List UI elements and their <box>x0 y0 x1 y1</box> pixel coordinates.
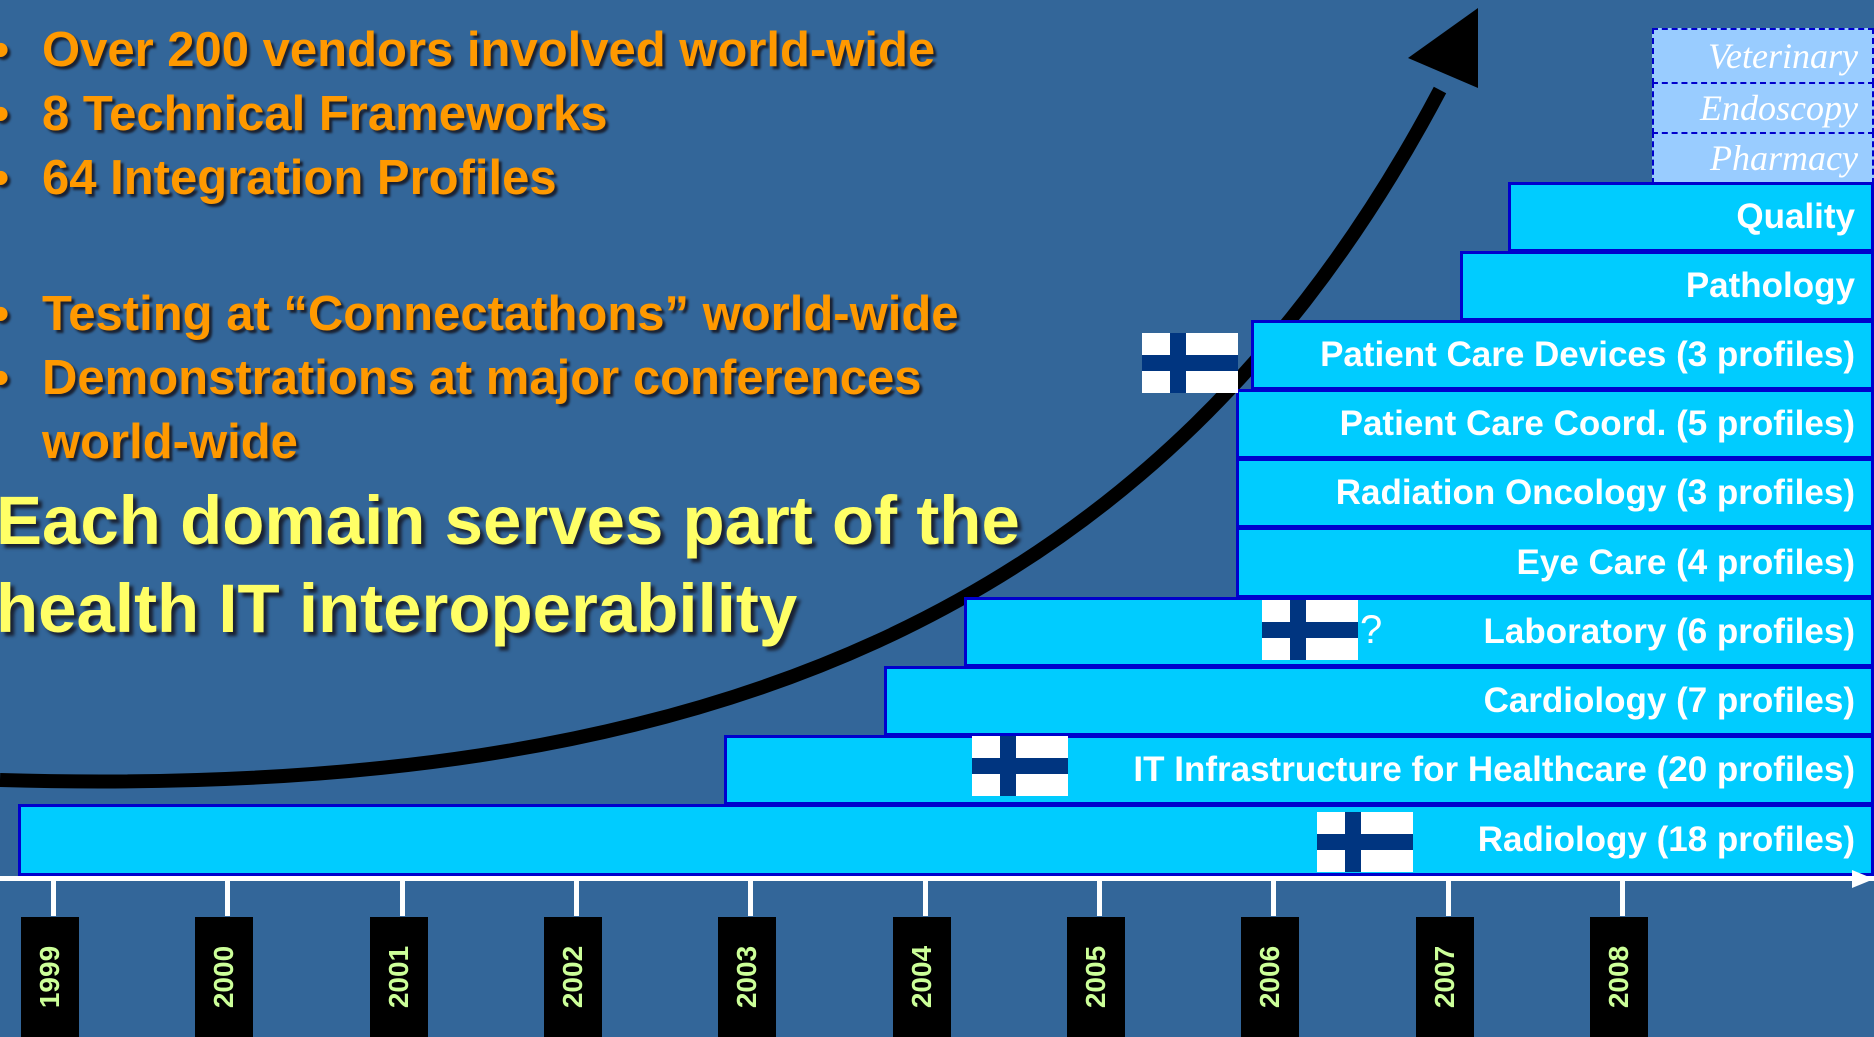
year-text: 2001 <box>383 945 414 1009</box>
year-text: 2003 <box>731 945 762 1009</box>
year-tick <box>1097 880 1102 916</box>
headline-line-1: Each domain serves part of the <box>0 482 1020 559</box>
domain-label: Eye Care (4 profiles) <box>1516 542 1855 582</box>
bullet-dot: • <box>0 20 22 80</box>
finland-flag-icon <box>1317 812 1413 872</box>
domain-label: Cardiology (7 profiles) <box>1483 681 1855 720</box>
domain-label: Radiation Oncology (3 profiles) <box>1335 473 1855 512</box>
year-tick <box>1271 880 1276 916</box>
domain-label: Pathology <box>1685 266 1855 305</box>
axis-arrow-icon <box>1852 870 1874 888</box>
year-label-2005: 2005 <box>1067 917 1125 1037</box>
domain-label: Radiology (18 profiles) <box>1477 820 1855 859</box>
year-text: 2006 <box>1254 945 1285 1009</box>
domain-bar-patient-care-coord: Patient Care Coord. (5 profiles) <box>1236 389 1874 459</box>
year-label-2004: 2004 <box>893 917 951 1037</box>
domain-label: IT Infrastructure for Healthcare (20 pro… <box>1133 750 1855 789</box>
year-label-2000: 2000 <box>195 917 253 1037</box>
finland-flag-icon <box>1142 333 1238 393</box>
domain-bar-cardiology: Cardiology (7 profiles) <box>884 666 1874 736</box>
domain-bar-laboratory: Laboratory (6 profiles) <box>964 597 1874 667</box>
domain-bar-pathology: Pathology <box>1460 251 1874 321</box>
year-tick <box>748 880 753 916</box>
year-label-2003: 2003 <box>718 917 776 1037</box>
domain-bar-radiation-oncology: Radiation Oncology (3 profiles) <box>1236 458 1874 528</box>
bullet-dot: • <box>0 84 22 144</box>
year-text: 2002 <box>557 945 588 1009</box>
domain-label: Endoscopy <box>1700 88 1858 128</box>
bullet-text: Demonstrations at major conferences <box>42 351 922 405</box>
year-text: 2007 <box>1429 945 1460 1009</box>
domain-bar-it-infrastructure: IT Infrastructure for Healthcare (20 pro… <box>724 735 1874 805</box>
bullet-text: Over 200 vendors involved world-wide <box>42 23 936 77</box>
growth-curve <box>0 86 1447 789</box>
domain-label: Patient Care Coord. (5 profiles) <box>1339 404 1855 443</box>
year-text: 2000 <box>208 945 239 1009</box>
year-tick <box>400 880 405 916</box>
year-label-2002: 2002 <box>544 917 602 1037</box>
year-text: 1999 <box>34 945 65 1009</box>
domain-label: Laboratory (6 profiles) <box>1483 612 1855 651</box>
bullet-text: 8 Technical Frameworks <box>42 87 608 141</box>
finland-flag-icon <box>1262 600 1358 660</box>
domain-label: Veterinary <box>1708 36 1858 76</box>
domain-bar-veterinary: Veterinary <box>1652 28 1874 84</box>
year-tick <box>225 880 230 916</box>
year-label-1999: 1999 <box>21 917 79 1037</box>
bullet-text: world-wide <box>42 415 298 469</box>
bullet-text: Testing at “Connectathons” world-wide <box>42 287 959 341</box>
bullet-dot: • <box>0 148 22 208</box>
domain-label: Pharmacy <box>1710 138 1858 178</box>
year-label-2007: 2007 <box>1416 917 1474 1037</box>
domain-bar-endoscopy: Endoscopy <box>1652 82 1874 134</box>
domain-label: Patient Care Devices (3 profiles) <box>1320 335 1855 374</box>
domain-label: Quality <box>1736 197 1855 236</box>
year-tick <box>51 880 56 916</box>
domain-bar-quality: Quality <box>1508 182 1874 252</box>
headline-line-2: health IT interoperability <box>0 570 798 647</box>
timeline-axis <box>0 876 1874 881</box>
domain-bar-patient-care-devices: Patient Care Devices (3 profiles) <box>1251 320 1874 390</box>
year-text: 2004 <box>906 945 937 1009</box>
finland-flag-icon <box>972 736 1068 796</box>
year-label-2001: 2001 <box>370 917 428 1037</box>
year-tick <box>1446 880 1451 916</box>
year-label-2006: 2006 <box>1241 917 1299 1037</box>
question-mark: ? <box>1360 608 1383 652</box>
bullet-dot: • <box>0 284 22 344</box>
year-text: 2008 <box>1603 945 1634 1009</box>
arrow-head <box>1408 8 1478 88</box>
domain-bar-radiology: Radiology (18 profiles) <box>18 804 1874 876</box>
bullet-dot: • <box>0 348 22 408</box>
domain-bar-eye-care: Eye Care (4 profiles) <box>1236 527 1874 598</box>
domain-bar-pharmacy: Pharmacy <box>1652 132 1874 184</box>
year-tick <box>923 880 928 916</box>
year-tick <box>574 880 579 916</box>
year-text: 2005 <box>1080 945 1111 1009</box>
year-tick <box>1620 880 1625 916</box>
bullet-text: 64 Integration Profiles <box>42 151 557 205</box>
year-label-2008: 2008 <box>1590 917 1648 1037</box>
